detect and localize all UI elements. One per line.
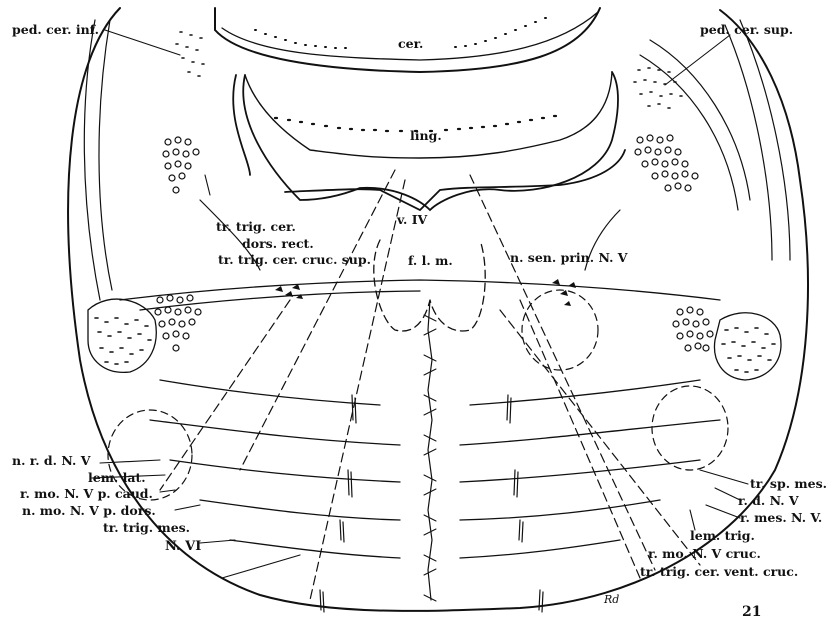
artist-signature: Rd: [604, 594, 619, 605]
right-stippled-nucleus: [714, 313, 780, 380]
label-lem-lat: lem. lat.: [88, 472, 146, 485]
label-tr-sp-mes: tr. sp. mes.: [750, 478, 827, 491]
label-n-r-d-n-v: n. r. d. N. V: [12, 455, 90, 468]
label-r-mes-n-v: r. mes. N. V.: [740, 512, 822, 525]
label-tr-trig-cer-vent-cruc: tr. trig. cer. vent. cruc.: [640, 566, 798, 579]
label-v-iv: v. IV: [397, 214, 427, 227]
label-r-mo-n-v-p-caud: r. mo. N. V p. caud.: [20, 488, 153, 501]
label-tr-trig-cer-cruc-sup: tr. trig. cer. cruc. sup.: [218, 254, 371, 267]
label-dors-rect: dors. rect.: [242, 238, 314, 251]
label-n-sen-prin-n-v: n. sen. prin. N. V: [510, 252, 627, 265]
median-raphe: [428, 300, 432, 600]
label-tr-trig-mes: tr. trig. mes.: [103, 522, 190, 535]
cell-cluster-left-upper: [163, 137, 199, 193]
label-r-d-n-v: r. d. N. V: [738, 495, 799, 508]
ped-cer-sup-stipple: [634, 68, 682, 108]
figure-number: 21: [742, 605, 761, 619]
label-n-mo-n-v-p-dors: n. mo. N. V p. dors.: [22, 505, 156, 518]
label-f-l-m: f. l. m.: [408, 255, 453, 268]
dashed-ovals: [108, 290, 728, 500]
label-lem-trig: lem. trig.: [690, 530, 755, 543]
leader-lines: [160, 170, 700, 600]
label-cer: cer.: [398, 38, 423, 51]
ped-cer-inf-stipple: [176, 32, 204, 76]
label-ped-cer-inf: ped. cer. inf.: [12, 24, 99, 37]
cell-cluster-right-upper: [635, 135, 698, 191]
label-ped-cer-sup: ped. cer. sup.: [700, 24, 793, 37]
left-stippled-nucleus: [88, 299, 156, 372]
label-r-mo-n-v-cruc: r. mo. N. V cruc.: [648, 548, 761, 561]
label-tr-trig-cer: tr. trig. cer.: [216, 221, 296, 234]
label-ling: ling.: [410, 130, 442, 143]
cell-cluster-right-lower: [673, 307, 713, 351]
label-n-vi: N. VI: [165, 540, 201, 553]
